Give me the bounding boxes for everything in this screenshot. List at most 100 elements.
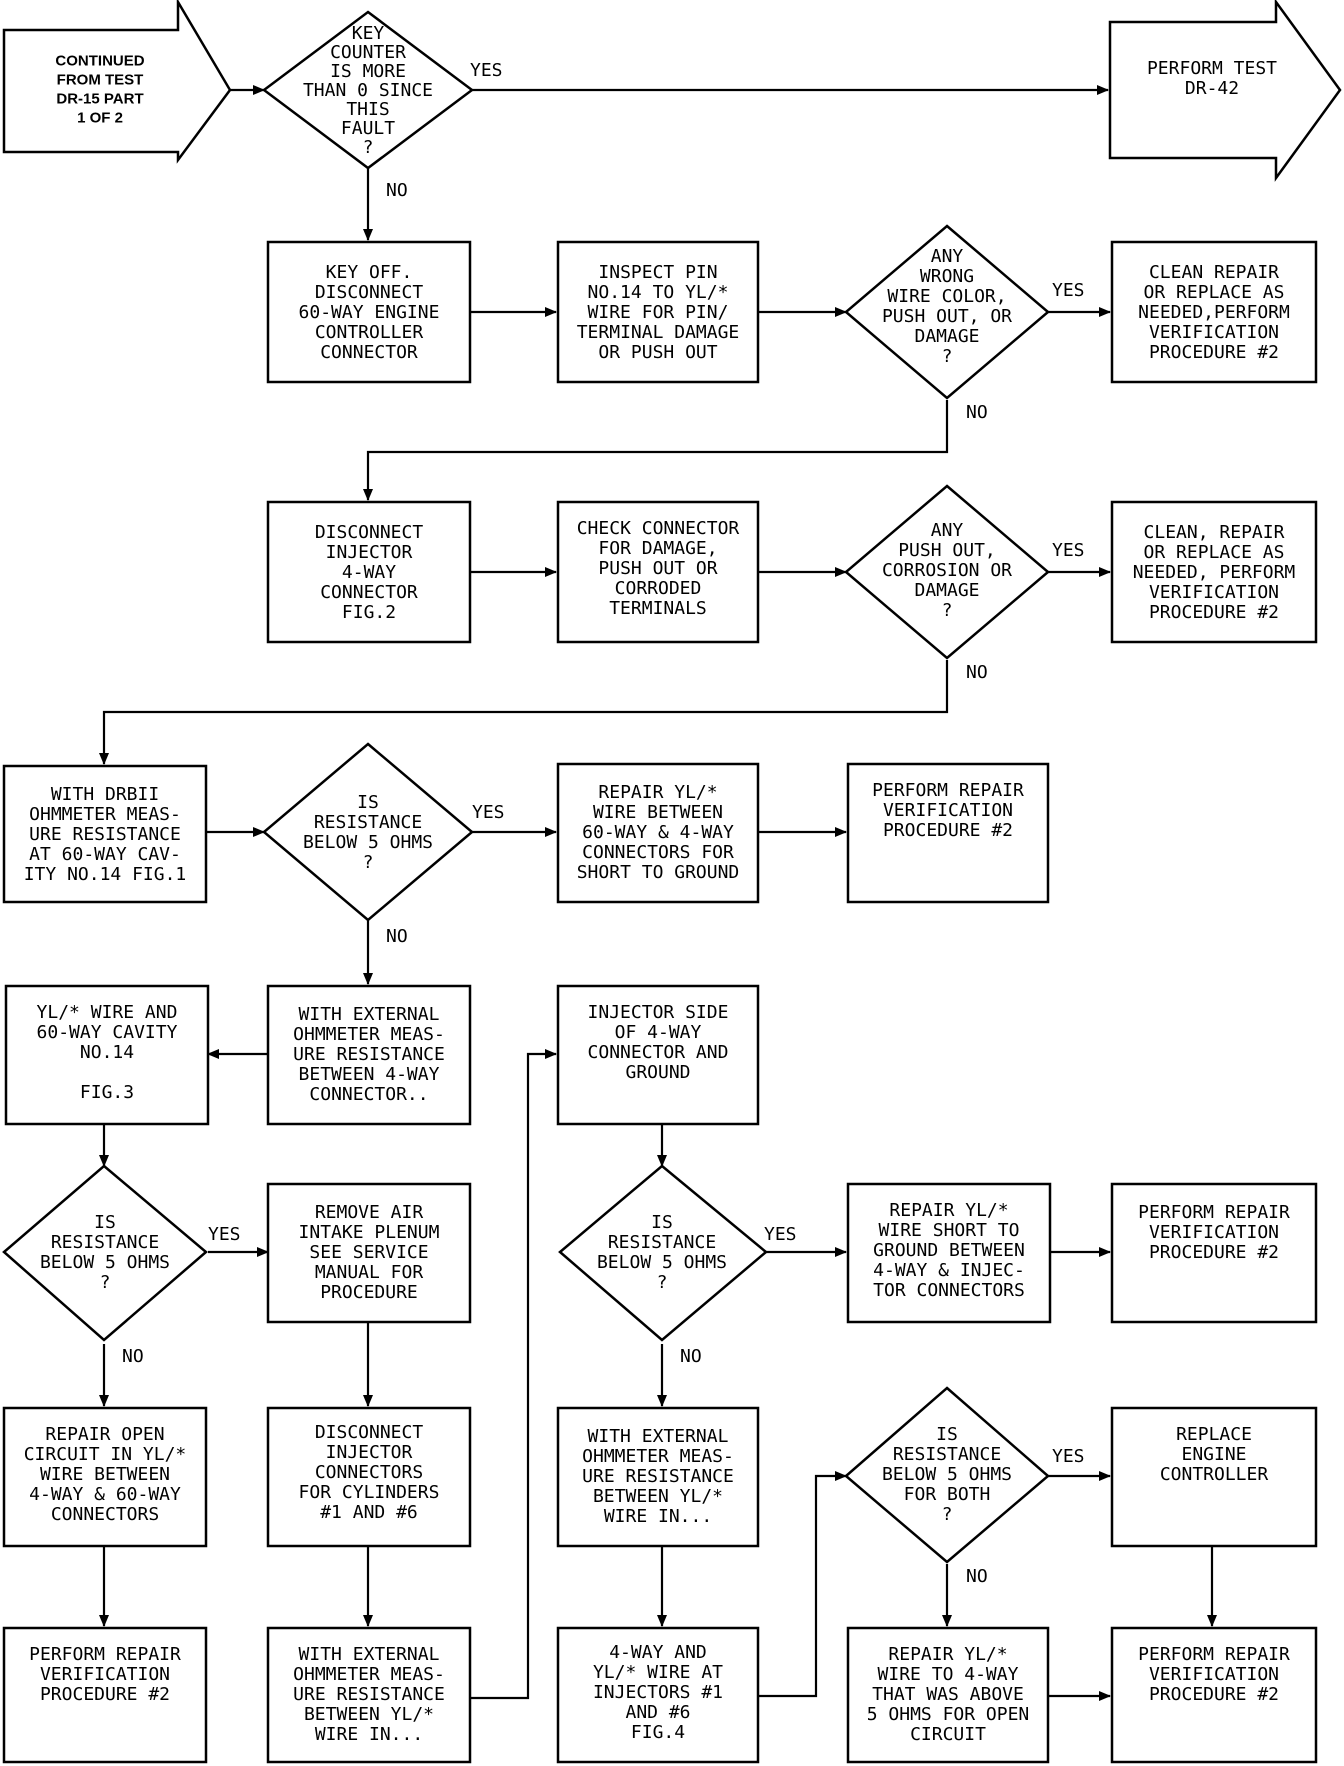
repair-short-1-line-1: REPAIR YL/* [598, 782, 717, 803]
label-pushout-yes: YES [1052, 540, 1085, 561]
fourway-injectors-line-2: YL/* WIRE AT [593, 1662, 723, 1683]
ext-ohm-4way-line-4: BETWEEN 4-WAY [299, 1064, 440, 1085]
disc-injector-line-3: 4-WAY [342, 562, 396, 583]
label-pushout-no: NO [966, 662, 988, 683]
drbii-measure-line-2: OHMMETER MEAS- [29, 804, 181, 825]
remove-plenum-line-3: SEE SERVICE [309, 1242, 428, 1263]
injector-side-line-3: CONNECTOR AND [588, 1042, 729, 1063]
perform-rv-1-line-2: VERIFICATION [883, 800, 1013, 821]
repair-short-1-line-2: WIRE BETWEEN [593, 802, 723, 823]
start-line-4: 1 OF 2 [77, 110, 123, 127]
drbii-measure-line-4: AT 60-WAY CAV- [29, 844, 181, 865]
d-wrong-wire-line-5: DAMAGE [914, 326, 979, 347]
d-wrong-wire-line-3: WIRE COLOR, [887, 286, 1006, 307]
fourway-injectors-line-1: 4-WAY AND [609, 1642, 707, 1663]
disc-injector-line-2: INJECTOR [326, 542, 413, 563]
perform-rv-1-line-3: PROCEDURE #2 [883, 820, 1013, 841]
repair-short-2-line-1: REPAIR YL/* [889, 1200, 1008, 1221]
ext-ohm-ylwire-b-line-5: WIRE IN... [315, 1724, 423, 1745]
repair-short-2-line-4: 4-WAY & INJEC- [873, 1260, 1025, 1281]
drbii-measure-line-5: ITY NO.14 FIG.1 [24, 864, 187, 885]
repair-to-4way-line-1: REPAIR YL/* [888, 1644, 1007, 1665]
connector-layer [99, 85, 1217, 1701]
start-line-3: DR-15 PART [56, 91, 143, 108]
inspect-pin-line-5: OR PUSH OUT [598, 342, 717, 363]
label-res-both-no: NO [966, 1566, 988, 1587]
d-push-out-line-3: CORROSION OR [882, 560, 1012, 581]
key-off-line-4: CONTROLLER [315, 322, 424, 343]
d-res-3-line-1: IS [651, 1212, 673, 1233]
ext-ohm-4way-line-3: URE RESISTANCE [293, 1044, 445, 1065]
disc-injector-line-1: DISCONNECT [315, 522, 424, 543]
d-res-both-line-5: ? [942, 1504, 953, 1525]
ext-ohm-ylwire-a-line-4: BETWEEN YL/* [593, 1486, 723, 1507]
drbii-measure-line-3: URE RESISTANCE [29, 824, 181, 845]
ext-ohm-ylwire-b-line-1: WITH EXTERNAL [299, 1644, 440, 1665]
d-keycounter-line-7: ? [363, 137, 374, 158]
fourway-injectors-line-4: AND #6 [625, 1702, 690, 1723]
label-res3-yes: YES [764, 1224, 797, 1245]
remove-plenum-line-5: PROCEDURE [320, 1282, 418, 1303]
repair-open-line-1: REPAIR OPEN [45, 1424, 164, 1445]
arrow-wrongwire-no-to-disc-injector [363, 400, 949, 501]
label-res2-yes: YES [208, 1224, 241, 1245]
disc-inj-conn-line-5: #1 AND #6 [320, 1502, 418, 1523]
d-keycounter-line-1: KEY [352, 23, 385, 44]
d-keycounter-line-3: IS MORE [330, 61, 406, 82]
injector-side-line-1: INJECTOR SIDE [588, 1002, 729, 1023]
ext-ohm-ylwire-a-line-5: WIRE IN... [604, 1506, 712, 1527]
inspect-pin-line-3: WIRE FOR PIN/ [588, 302, 729, 323]
remove-plenum-line-2: INTAKE PLENUM [299, 1222, 440, 1243]
disc-inj-conn-line-3: CONNECTORS [315, 1462, 423, 1483]
perform-dr42-line-2: DR-42 [1185, 78, 1239, 99]
arrow-ext-ohm-b-to-injector-side [470, 1049, 557, 1700]
d-wrong-wire-line-2: WRONG [920, 266, 974, 287]
check-connector-line-5: TERMINALS [609, 598, 707, 619]
key-off-line-1: KEY OFF. [326, 262, 413, 283]
d-res-both-line-3: BELOW 5 OHMS [882, 1464, 1012, 1485]
repair-to-4way-line-3: THAT WAS ABOVE [872, 1684, 1024, 1705]
clean-repair-2-line-1: CLEAN, REPAIR [1144, 522, 1285, 543]
perform-rv-3-line-1: PERFORM REPAIR [29, 1644, 181, 1665]
arrow-4way-injectors-to-res-both [758, 1471, 847, 1698]
d-wrong-wire-line-6: ? [942, 346, 953, 367]
repair-open-line-3: WIRE BETWEEN [40, 1464, 170, 1485]
d-res-3-line-2: RESISTANCE [608, 1232, 716, 1253]
clean-repair-1-line-1: CLEAN REPAIR [1149, 262, 1279, 283]
label-res1-yes: YES [472, 802, 505, 823]
d-res-2-line-1: IS [94, 1212, 116, 1233]
label-res-both-yes: YES [1052, 1446, 1085, 1467]
d-res-1-line-4: ? [363, 852, 374, 873]
d-wrong-wire-line-4: PUSH OUT, OR [882, 306, 1012, 327]
perform-rv-4-line-3: PROCEDURE #2 [1149, 1684, 1279, 1705]
d-res-1-line-2: RESISTANCE [314, 812, 422, 833]
d-res-2-line-3: BELOW 5 OHMS [40, 1252, 170, 1273]
replace-ctrl-line-1: REPLACE [1176, 1424, 1252, 1445]
